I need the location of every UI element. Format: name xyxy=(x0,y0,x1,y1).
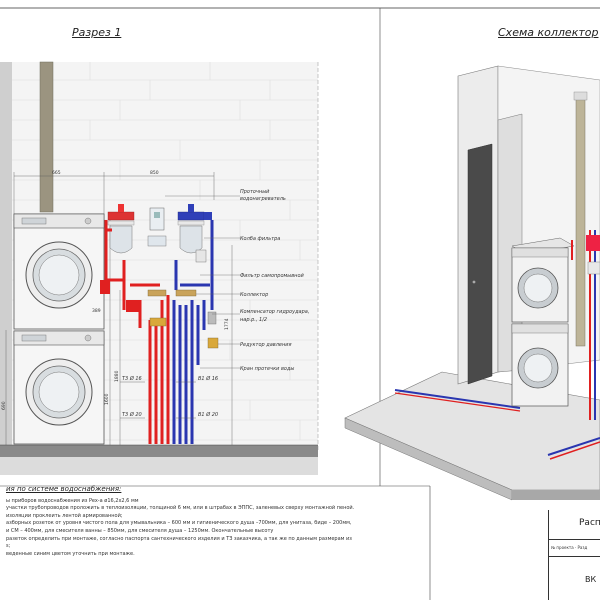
callout-collector: Коллектор xyxy=(240,292,268,298)
iso-floor-cold-pipe xyxy=(394,389,521,409)
dim-690: 690 xyxy=(1,401,7,410)
iso-floor-side xyxy=(512,490,600,500)
notes-line: веденные синим цветом уточнить при монта… xyxy=(6,550,135,557)
water-heater-display xyxy=(154,212,160,218)
iso-riser xyxy=(575,95,586,347)
callout-leaders xyxy=(165,195,240,369)
section-drawing: 665 850 389 1774 1880 1600 690 xyxy=(0,61,319,475)
callout-pressure-reducer: Редуктор давления xyxy=(240,342,292,348)
iso-riser-cap xyxy=(573,91,588,101)
notes-line: разеток определить при монтаже, согласно… xyxy=(6,535,352,542)
dim-389: 389 xyxy=(92,308,101,314)
collector-fittings xyxy=(100,249,219,349)
section-title: Разрез 1 xyxy=(72,26,122,39)
callout-filter-bowl: Колба фильтра xyxy=(240,236,280,242)
notes-line: азборных розеток от уровня чистого пола … xyxy=(6,520,352,527)
title-block-name: Распр xyxy=(549,510,600,540)
callout-self-clean-filter: Фильтр самопромывной xyxy=(240,273,305,279)
iso-dryer xyxy=(511,237,575,323)
title-block-code: ВК xyxy=(549,556,600,600)
cold-filter-assembly xyxy=(177,204,212,254)
dim-665: 665 xyxy=(52,170,61,176)
callout-heater-1: Проточный xyxy=(240,189,270,195)
heater-box xyxy=(147,235,167,247)
iso-filter-bowl xyxy=(587,261,600,275)
scheme-title: Схема коллектор xyxy=(498,26,599,39)
dryer-unit xyxy=(13,213,105,330)
iso-vertical-pipes xyxy=(571,230,596,420)
notes-block: ия по системе водоснабжения: ы приборов … xyxy=(0,485,420,558)
callout-hammer-comp-2: нар.р., 1/2 xyxy=(240,317,267,323)
riser-pipe xyxy=(39,61,54,213)
dim-1880: 1880 xyxy=(114,370,120,382)
dim-1600: 1600 xyxy=(104,393,110,405)
notes-line: участки трубопроводов проложить в теплои… xyxy=(6,505,355,512)
left-wall-edge xyxy=(0,62,12,450)
iso-door-handle xyxy=(472,280,476,284)
notes-line: изоляции проклеить лентой армированной; xyxy=(6,512,123,519)
title-block-project: № проекта · Разд xyxy=(551,545,588,550)
pipe-label-leaders xyxy=(120,381,196,419)
floor-base xyxy=(0,457,318,475)
floor-slab xyxy=(0,445,318,457)
hot-filter-assembly xyxy=(107,204,135,254)
iso-floor-hot-pipe xyxy=(394,392,521,412)
dimension-lines xyxy=(5,172,233,445)
label-t3-16: Т3 Ø 16 xyxy=(122,375,142,382)
callout-hammer-comp-1: Компенсатор гидроудара, xyxy=(240,309,309,315)
iso-door xyxy=(467,143,493,385)
water-heater xyxy=(149,207,165,231)
dim-1774: 1774 xyxy=(224,318,230,330)
callout-heater-2: водонагреватель xyxy=(240,196,286,202)
title-block: Распр № проекта · Разд ВК xyxy=(548,510,600,600)
iso-filter-red xyxy=(586,235,600,251)
notes-line: ы приборов водоснабжения из Pex-а ø16,2х… xyxy=(6,497,139,504)
iso-floor-hot-pipe-2 xyxy=(549,441,600,460)
iso-floor-cold-pipe-2 xyxy=(547,437,600,456)
dim-850: 850 xyxy=(150,170,159,176)
notes-line: s; xyxy=(6,543,11,550)
isometric-scheme xyxy=(344,65,600,501)
cold-pipes xyxy=(172,220,214,444)
label-t3-20: Т3 Ø 20 xyxy=(122,411,142,418)
notes-heading: ия по системе водоснабжения: xyxy=(6,485,122,493)
label-b1-20: В1 Ø 20 xyxy=(198,411,218,418)
callout-leak-valve: Кран протечки воды xyxy=(240,366,294,372)
notes-line: и СМ – 400мм, для смесителя ванны – 850м… xyxy=(6,527,274,534)
washer-unit xyxy=(13,330,105,445)
label-b1-16: В1 Ø 16 xyxy=(198,375,218,382)
iso-washer xyxy=(511,323,569,407)
